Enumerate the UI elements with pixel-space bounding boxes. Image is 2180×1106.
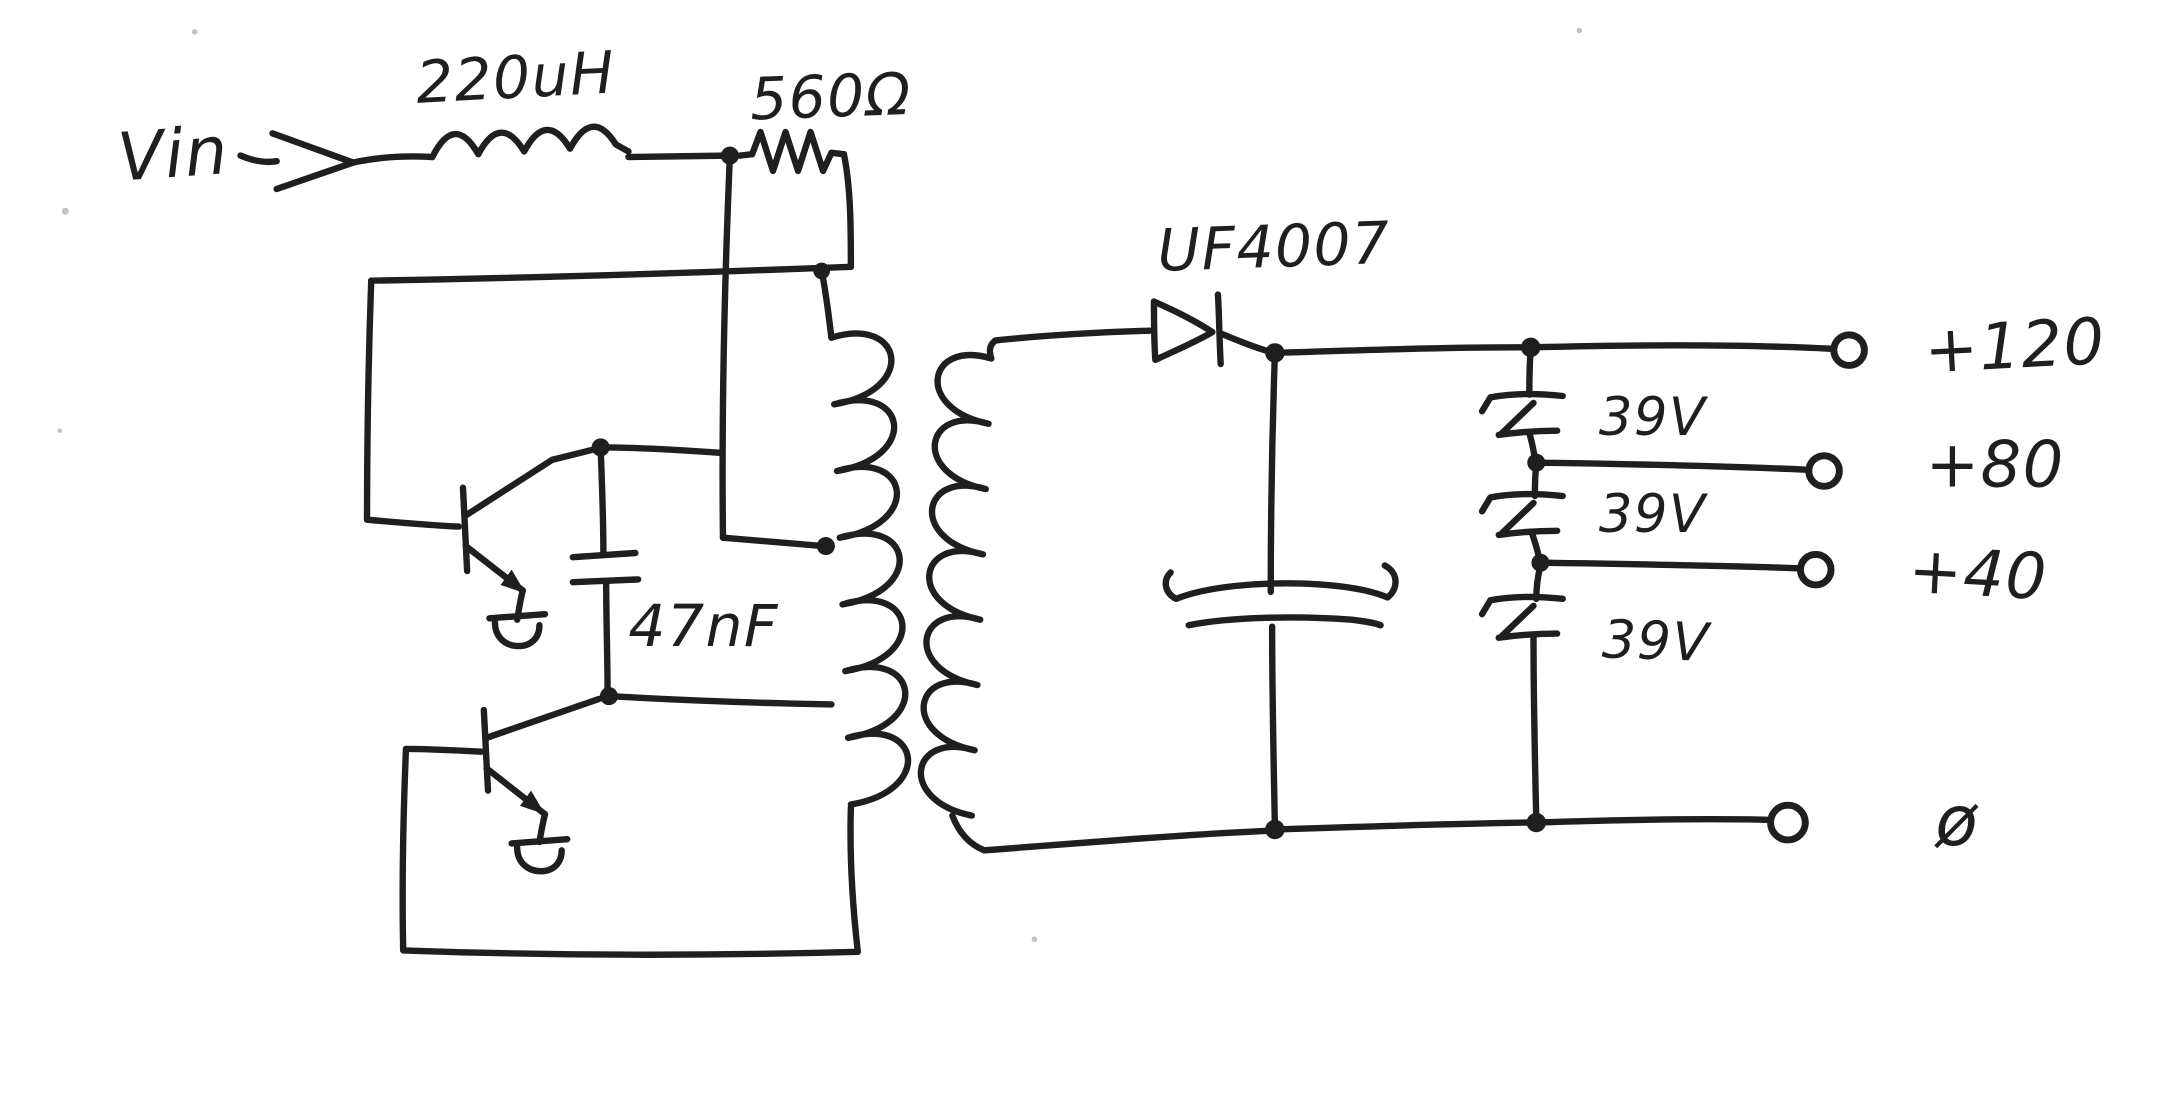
junction-dots [591,146,1550,840]
scan-speck [1031,936,1038,943]
wire-resistor-down [840,151,855,270]
terminal-plus80 [1805,452,1843,490]
wire-q2-collector-right [605,692,835,708]
wire-top-rail [368,263,855,284]
q2-emitter-stub [508,811,571,875]
q1-emitter-arrow-icon [500,569,526,594]
scan-speck [57,428,63,433]
wire-cap47-bottom-link [602,578,611,696]
wire-cap47-top-link [597,444,607,557]
emitter-arrowheads [500,569,545,815]
wire-vin-to-inductor [349,153,436,166]
wire-filter-cap-bottom-link [1268,623,1279,830]
filter-cap-plates [1162,562,1399,629]
q2-emitter-arrow-icon [519,790,545,815]
wire-center-tap-bend [719,534,827,550]
wire-rail-to-primary-top [818,267,835,341]
zener2-symbol [1478,490,1566,539]
inductor-220uH-symbol [429,123,632,161]
transformer-secondary-winding [917,351,995,819]
wire-q1-collector-right [597,444,725,457]
zener3-label: 39V [1601,609,1713,674]
output-terminals [1767,331,1868,844]
wire-center-tap-vertical [719,152,734,541]
junction-plus80-node [1527,453,1546,472]
resistor-label: 560Ω [749,60,913,134]
terminal-plus40 [1796,550,1835,589]
capacitor-label: 47nF [628,592,778,660]
q1-collector [462,445,600,519]
junction-plus120-node [1520,337,1541,358]
scan-speck [1576,27,1583,34]
q2-base-wire [402,745,485,755]
handwritten-labels: Vin 220uH 560Ω 47nF UF4007 39V 39V 39V +… [115,38,2107,861]
diode-label: UF4007 [1156,209,1391,285]
wire-bottom-rail [981,816,1771,854]
junction-diode-out [1265,343,1285,363]
junction-cap-gnd [1265,819,1285,840]
junction-plus40-node [1531,553,1550,572]
wire-plus80-rail [1533,459,1810,473]
output-120-label: +120 [1923,305,2108,388]
wire-secondary-bottom [949,812,988,854]
junction-rail-primary-top [813,262,831,280]
q2-base-bar [480,706,492,794]
wire-zener3-to-rail [1530,633,1540,823]
zener1-label: 39V [1599,387,1709,448]
q1-base-bar [459,484,471,575]
scan-speck [61,207,69,215]
junction-center-tap [816,537,835,556]
terminal-gnd [1767,801,1809,844]
inductor-label: 220uH [414,38,617,116]
wire-to-q1-base [363,516,462,530]
q1-emitter-stub [486,587,549,650]
circuit-strokes [237,123,1835,958]
junction-q1-collector [591,438,610,457]
output-gnd-label: ø [1934,781,1979,862]
wire-plus120-rail [1271,342,1835,357]
zener2-label: 39V [1599,484,1709,545]
output-40-label: +40 [1907,534,2050,615]
junction-q2-collector [599,687,618,706]
diode-uf4007-symbol [1150,291,1273,368]
wire-plus40-rail [1537,559,1801,572]
zener1-symbol [1478,390,1566,439]
vin-label: Vin [115,111,231,196]
zener3-symbol [1478,593,1566,641]
transformer-primary-winding [828,330,912,808]
vin-arrow-icon [237,130,357,193]
wire-left-vertical [363,277,375,523]
q2-collector [483,695,603,741]
wire-filter-cap-top-link [1267,349,1279,596]
junction-vin-node [720,146,739,165]
wire-secondary-top [986,327,1153,362]
terminal-plus120 [1830,331,1868,369]
scan-artifacts [57,27,1583,943]
junction-zener-gnd [1526,812,1547,833]
cap47-plates [569,549,642,586]
wire-lower-feedback-loop [399,745,862,958]
resistor-560-symbol [736,128,848,175]
scan-speck [191,29,198,35]
output-80-label: +80 [1926,428,2065,502]
wire-inductor-to-junction [625,152,731,161]
